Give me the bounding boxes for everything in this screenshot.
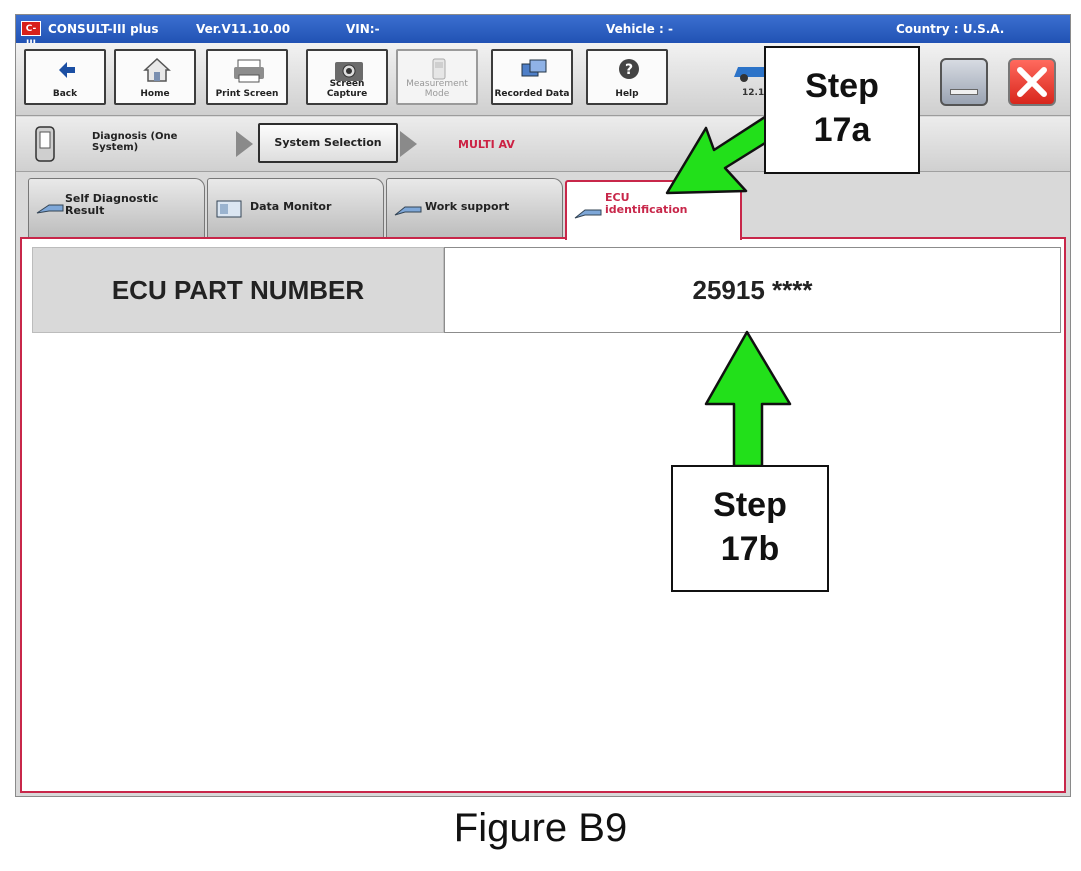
printer-icon <box>208 56 286 84</box>
data-monitor-icon <box>214 197 244 221</box>
home-icon <box>116 56 194 84</box>
ecu-identification-panel: ECU PART NUMBER 25915 **** <box>20 237 1066 793</box>
close-button[interactable] <box>1008 58 1056 106</box>
breadcrumb-arrow-icon <box>236 131 253 157</box>
back-button[interactable]: Back <box>24 49 106 105</box>
self-diagnostic-icon <box>35 197 65 221</box>
diagnosis-device-icon <box>30 125 60 163</box>
step-17a-callout: Step 17a <box>764 46 920 174</box>
recorded-data-icon <box>493 56 571 84</box>
ecu-identification-icon <box>573 200 603 224</box>
home-button[interactable]: Home <box>114 49 196 105</box>
breadcrumb-diagnosis[interactable]: Diagnosis (One System) <box>92 131 178 153</box>
minimize-icon <box>950 89 978 95</box>
svg-text:?: ? <box>625 62 633 78</box>
minimize-button[interactable] <box>940 58 988 106</box>
help-icon: ? <box>588 56 666 84</box>
step-17b-callout: Step 17b <box>671 465 829 592</box>
tab-work-support[interactable]: Work support <box>386 178 563 237</box>
help-button[interactable]: ? Help <box>586 49 668 105</box>
tab-data-monitor[interactable]: Data Monitor <box>207 178 384 237</box>
measurement-mode-button: Measurement Mode <box>396 49 478 105</box>
app-name: CONSULT-III plus <box>48 22 159 36</box>
recorded-data-button[interactable]: Recorded Data <box>491 49 573 105</box>
breadcrumb-current-system: MULTI AV <box>458 138 515 151</box>
back-arrow-icon <box>26 56 104 84</box>
tab-self-diagnostic-result[interactable]: Self Diagnostic Result <box>28 178 205 237</box>
step-17b-arrow <box>704 330 792 468</box>
ecu-part-number-value: 25915 **** <box>444 247 1061 333</box>
measurement-icon <box>398 56 476 84</box>
work-support-icon <box>393 197 423 221</box>
country-label: Country : U.S.A. <box>896 22 1005 36</box>
breadcrumb-arrow-icon <box>400 131 417 157</box>
print-screen-button[interactable]: Print Screen <box>206 49 288 105</box>
figure-caption: Figure B9 <box>453 806 628 850</box>
app-version: Ver.V11.10.00 <box>196 22 291 36</box>
camera-icon <box>308 56 386 84</box>
system-selection-button[interactable]: System Selection <box>258 123 398 163</box>
vehicle-label: Vehicle : - <box>606 22 673 36</box>
ecu-part-number-label: ECU PART NUMBER <box>32 247 444 333</box>
vin-label: VIN:- <box>346 22 380 36</box>
battery-voltage: 12.1 <box>742 88 765 98</box>
screen-capture-button[interactable]: Screen Capture <box>306 49 388 105</box>
title-bar: C-III CONSULT-III plus Ver.V11.10.00 VIN… <box>16 15 1070 49</box>
close-icon <box>1017 67 1047 97</box>
step-17a-arrow <box>665 113 780 195</box>
